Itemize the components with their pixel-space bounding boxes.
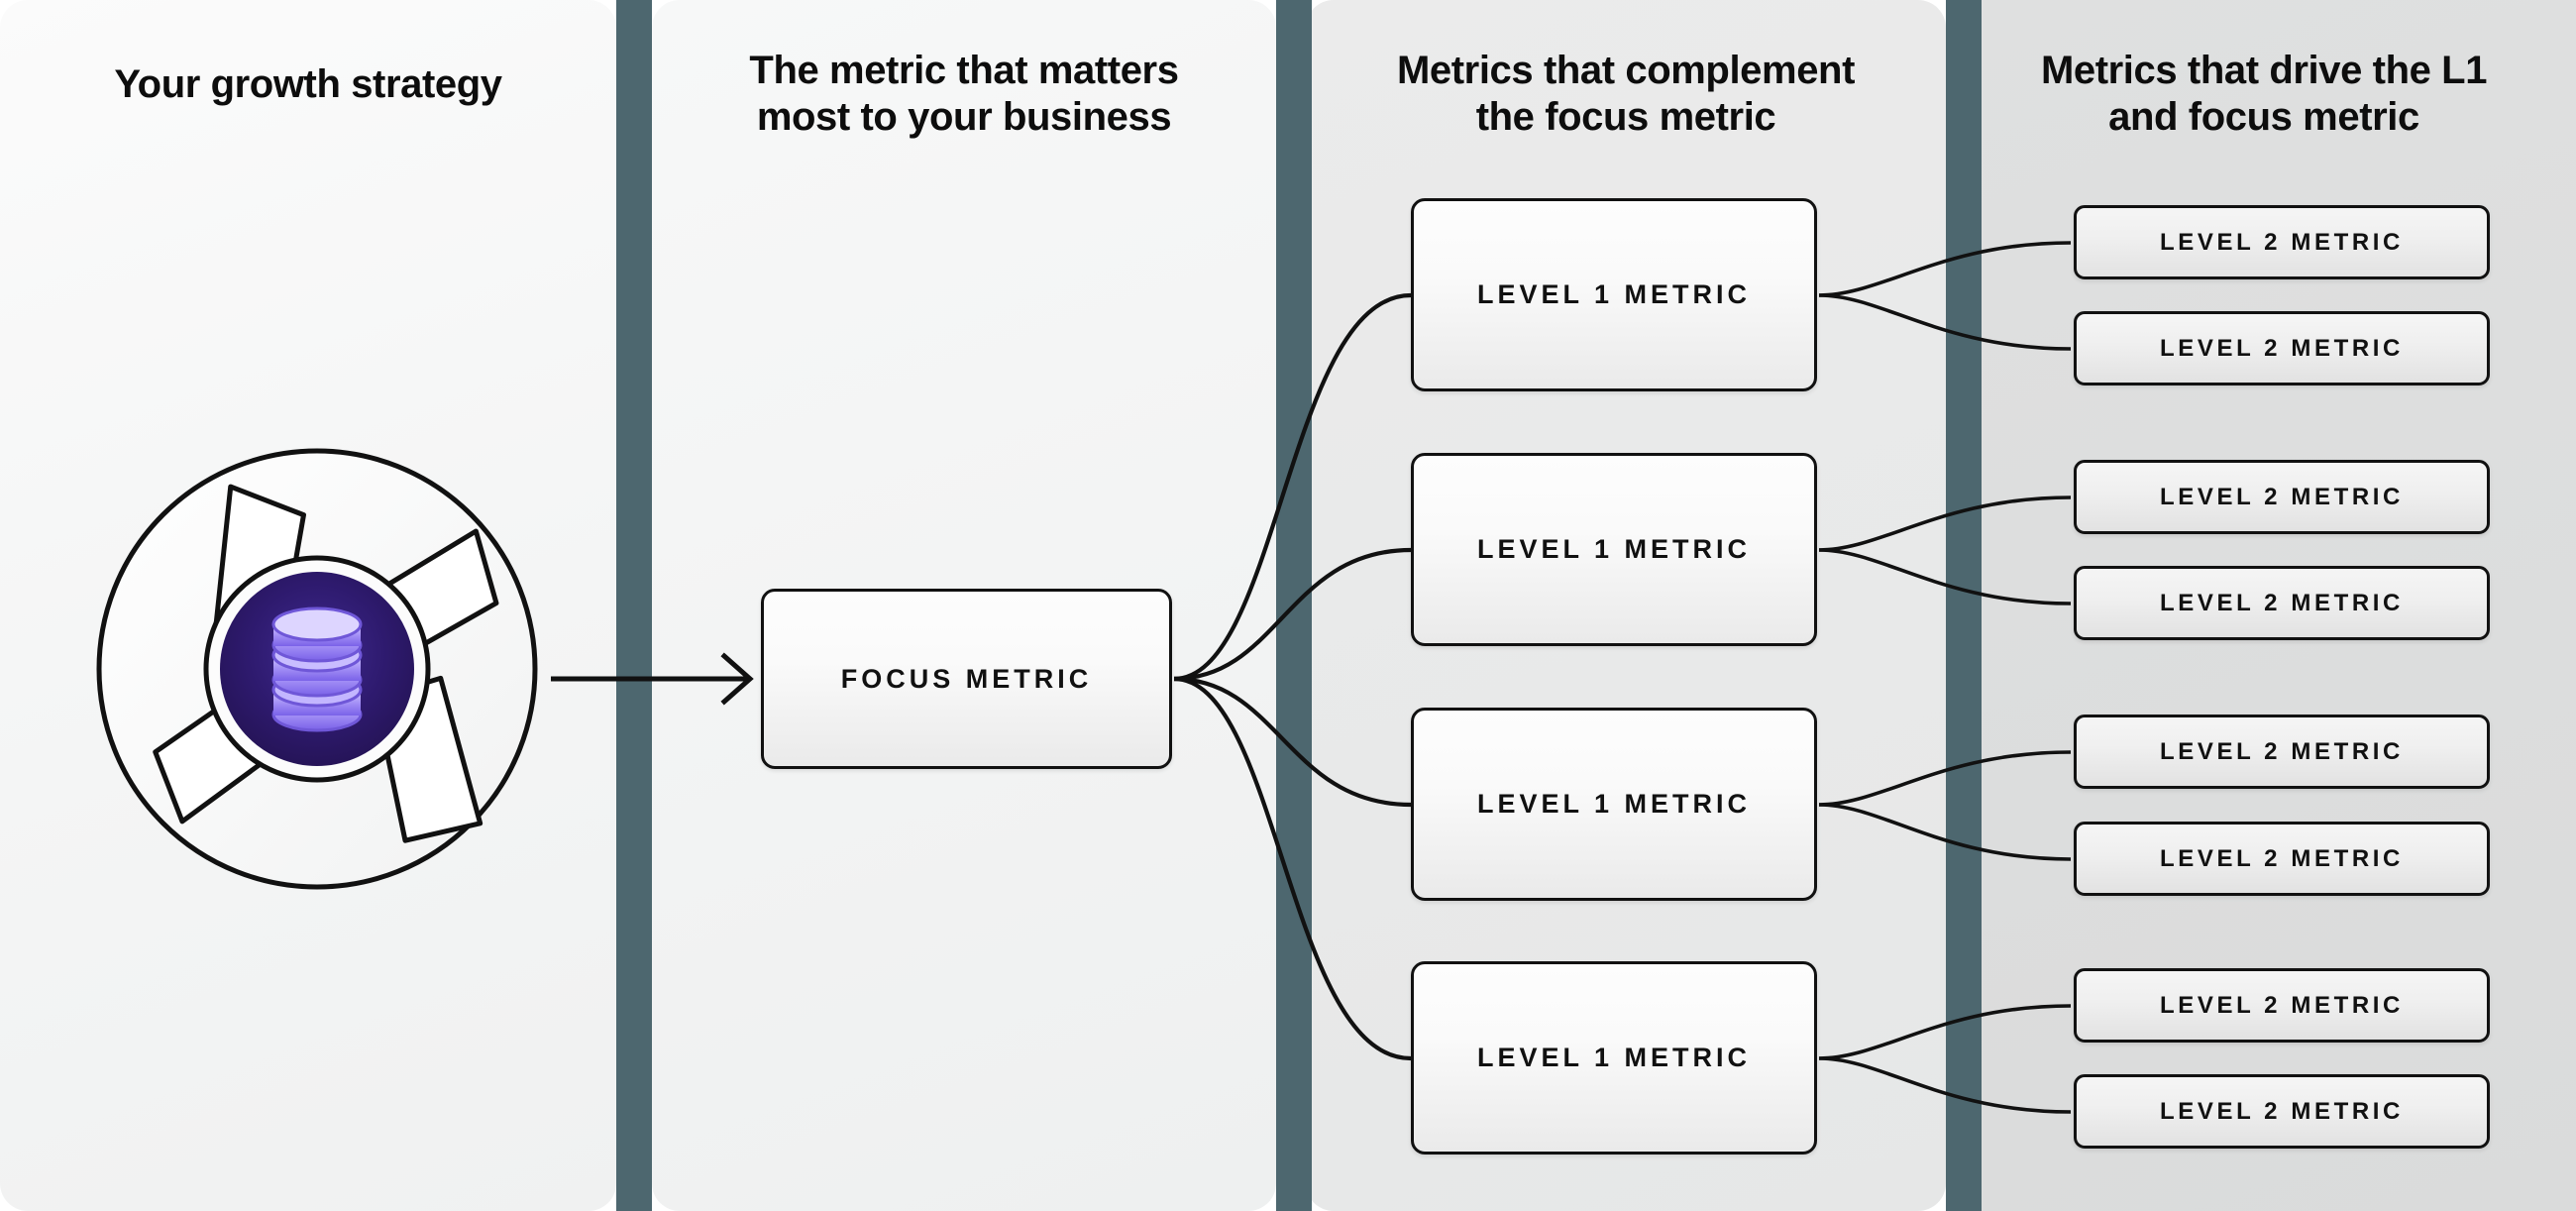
node-level1-metric-4[interactable]: LEVEL 1 METRIC: [1411, 961, 1817, 1155]
node-level2-metric-3[interactable]: LEVEL 2 METRIC: [2074, 460, 2490, 534]
column-title-growth-strategy: Your growth strategy: [114, 62, 502, 106]
column-divider-1: [616, 0, 652, 1211]
node-level1-metric-3[interactable]: LEVEL 1 METRIC: [1411, 708, 1817, 901]
column-title-level1-metrics: Metrics that complement the focus metric: [1396, 49, 1855, 140]
node-level2-metric-4[interactable]: LEVEL 2 METRIC: [2074, 566, 2490, 640]
node-level1-metric-1[interactable]: LEVEL 1 METRIC: [1411, 198, 1817, 391]
column-title-focus-metric: The metric that matters most to your bus…: [749, 49, 1179, 140]
database-icon: [271, 606, 363, 732]
column-divider-2: [1276, 0, 1312, 1211]
node-level2-metric-7[interactable]: LEVEL 2 METRIC: [2074, 968, 2490, 1043]
column-title-level2-metrics: Metrics that drive the L1 and focus metr…: [2040, 49, 2488, 140]
column-divider-3: [1946, 0, 1982, 1211]
node-level2-metric-6[interactable]: LEVEL 2 METRIC: [2074, 822, 2490, 896]
node-level2-metric-1[interactable]: LEVEL 2 METRIC: [2074, 205, 2490, 279]
node-level2-metric-8[interactable]: LEVEL 2 METRIC: [2074, 1074, 2490, 1149]
node-focus-metric[interactable]: FOCUS METRIC: [761, 589, 1172, 769]
node-level2-metric-2[interactable]: LEVEL 2 METRIC: [2074, 311, 2490, 385]
node-level2-metric-5[interactable]: LEVEL 2 METRIC: [2074, 715, 2490, 789]
node-level1-metric-2[interactable]: LEVEL 1 METRIC: [1411, 453, 1817, 646]
growth-strategy-aperture-logo: [96, 448, 538, 890]
